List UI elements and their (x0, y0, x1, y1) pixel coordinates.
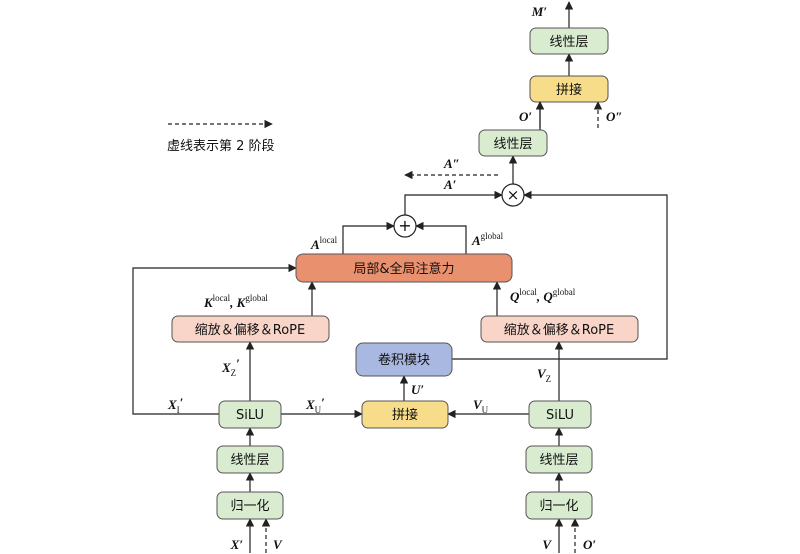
label-A-prime: A′ (443, 177, 457, 192)
arrow-plus-to-times (404, 190, 503, 215)
label-A-local: Alocal (310, 235, 338, 252)
norm-left-box (216, 491, 284, 520)
label-U-prime: U′ (411, 382, 424, 397)
scale-right-label: 缩放＆偏移＆RoPE (504, 322, 614, 338)
label-A-global: Aglobal (471, 231, 504, 248)
label-VZ: VZ (537, 366, 551, 384)
scale-left-label: 缩放＆偏移＆RoPE (195, 322, 305, 338)
linear-top-box (529, 27, 609, 55)
label-XU: XU′ (305, 395, 325, 415)
multiply-operator (501, 183, 525, 207)
arrow-attn-global-to-plus (415, 221, 467, 254)
scale-right-box (480, 315, 639, 343)
silu-left-box (218, 400, 282, 429)
linear-mid-label: 线性层 (493, 137, 532, 152)
label-Q: Qlocal, Qglobal (510, 287, 576, 304)
arrow-XI-to-attn (132, 263, 297, 415)
linear-mid-box (478, 129, 548, 157)
label-XZ: XZ′ (221, 356, 240, 378)
label-O-dprime: O″ (606, 109, 623, 124)
conv-box (355, 342, 453, 377)
legend-text: 虚线表示第 2 阶段 (167, 139, 275, 154)
plus-symbol: + (398, 216, 411, 235)
multiply-symbol: × (507, 186, 520, 204)
label-input-O: O′ (583, 537, 596, 552)
label-A-dprime: A″ (443, 156, 460, 171)
linear-right-label: 线性层 (539, 453, 578, 468)
linear-top-label: 线性层 (549, 35, 588, 50)
silu-right-box (528, 400, 592, 429)
label-VU: VU (473, 397, 489, 415)
arrow-attn-local-to-plus (342, 221, 395, 254)
linear-left-box (216, 445, 284, 474)
label-O-prime: O′ (519, 109, 532, 124)
concat-bottom-box (361, 400, 449, 429)
label-input-V-left: V (273, 537, 283, 552)
concat-top-label: 拼接 (556, 82, 582, 98)
label-XI: XI′ (167, 395, 184, 415)
attention-label: 局部&全局注意力 (353, 261, 454, 277)
label-input-V-right: V (542, 537, 552, 552)
concat-top-box (529, 75, 609, 103)
label-M-prime: M′ (531, 4, 548, 19)
label-K: Klocal, Kglobal (203, 293, 268, 310)
norm-left-label: 归一化 (230, 499, 269, 514)
concat-bottom-label: 拼接 (392, 407, 418, 423)
arrow-conv-to-times (452, 190, 668, 360)
silu-left-label: SiLU (236, 408, 264, 423)
scale-left-box (171, 315, 330, 343)
attention-box (295, 253, 513, 283)
label-input-X: X′ (230, 537, 244, 552)
norm-right-box (525, 491, 593, 520)
plus-operator (393, 214, 417, 238)
linear-left-label: 线性层 (230, 453, 269, 468)
conv-label: 卷积模块 (378, 352, 430, 368)
norm-right-label: 归一化 (539, 499, 578, 514)
silu-right-label: SiLU (546, 408, 574, 423)
linear-right-box (525, 445, 593, 474)
